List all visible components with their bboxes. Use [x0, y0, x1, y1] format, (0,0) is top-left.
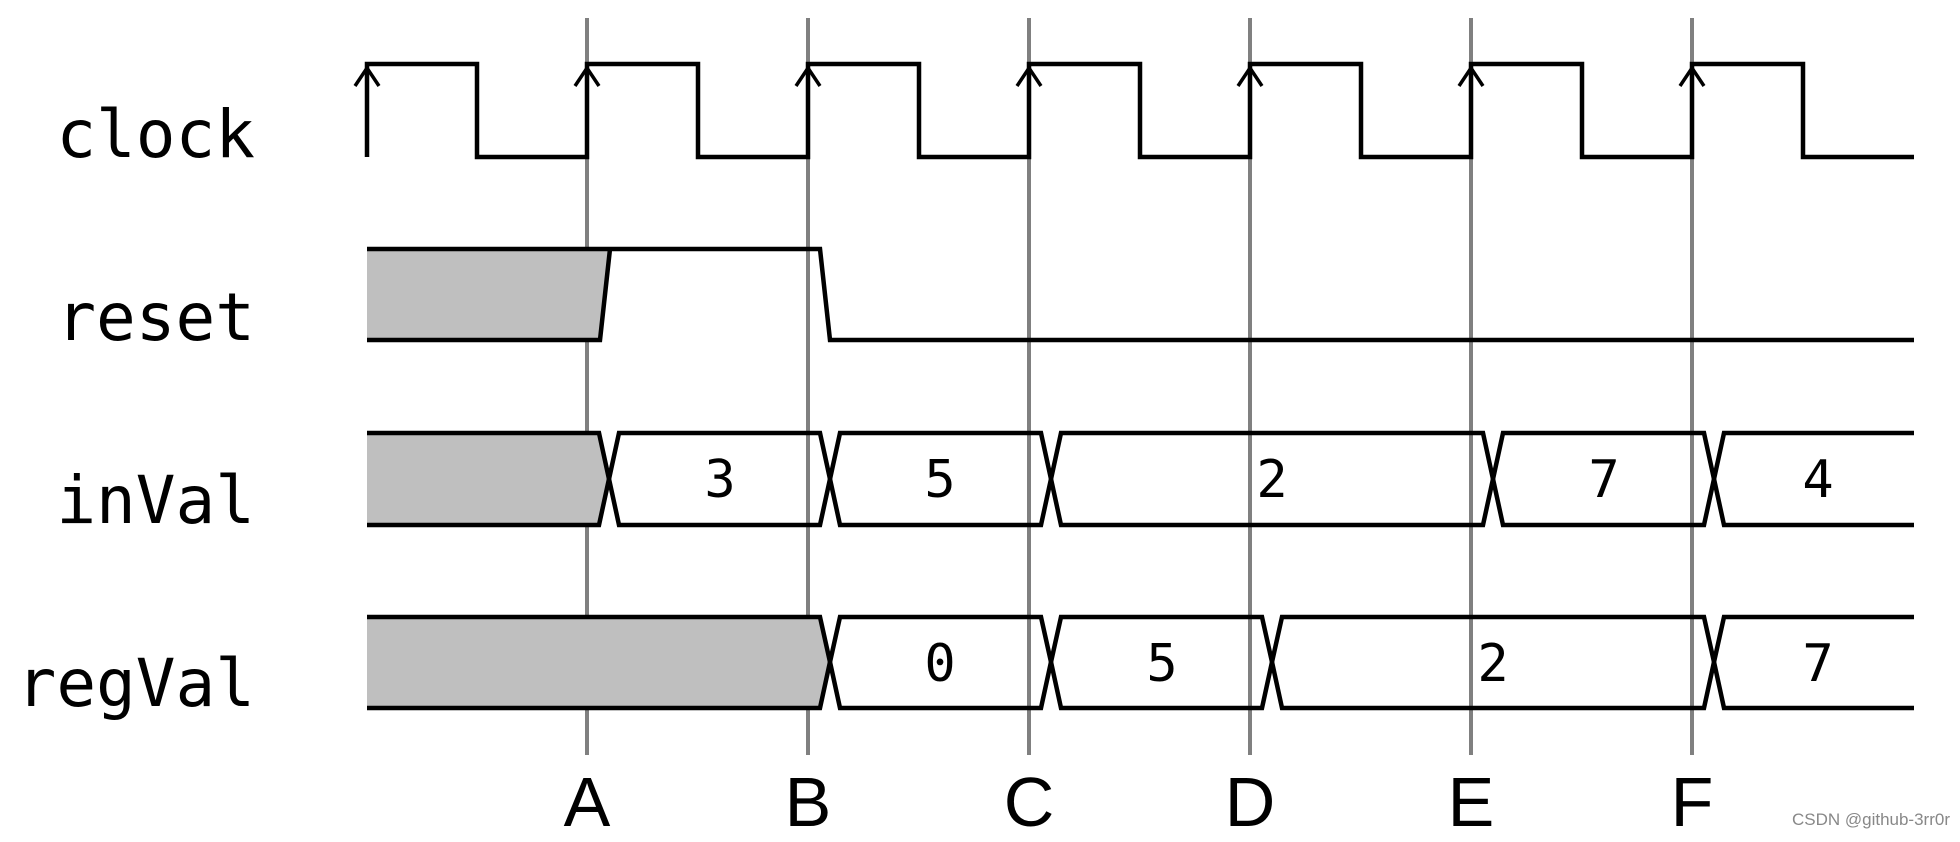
- regval-value: 5: [1146, 634, 1177, 694]
- rising-edge-arrow: [794, 64, 822, 87]
- inval-value: 3: [704, 450, 735, 510]
- watermark: CSDN @github-3rr0r: [1791, 810, 1950, 829]
- regval-value: 2: [1477, 634, 1508, 694]
- reset-wave: [367, 246, 1914, 343]
- regval-unknown-region: [367, 617, 830, 708]
- clock-wave: [364, 61, 1914, 160]
- rising-edge-arrow: [353, 64, 381, 87]
- rising-edge-arrow: [1457, 64, 1485, 87]
- marker-label-e: E: [1448, 763, 1495, 841]
- marker-label-a: A: [564, 763, 611, 841]
- reset-waveform: [367, 246, 1914, 343]
- inval-unknown-region: [367, 433, 609, 525]
- inval-segment: [1711, 430, 1914, 528]
- rising-edge-arrow: [573, 64, 601, 87]
- rising-edge-arrow: [1015, 64, 1043, 87]
- reset-unknown-region: [367, 249, 610, 340]
- inval-value: 2: [1256, 450, 1287, 510]
- clock-waveform: [353, 61, 1914, 160]
- regval-segment: [1711, 614, 1914, 711]
- inval-value: 5: [924, 450, 955, 510]
- marker-label-c: C: [1004, 763, 1055, 841]
- inval-bus: 3 5 2 7 4: [367, 430, 1914, 528]
- marker-label-d: D: [1225, 763, 1276, 841]
- regval-bus: 0 5 2 7: [367, 614, 1914, 711]
- signal-label-clock: clock: [56, 96, 255, 173]
- rising-edge-arrow: [1678, 64, 1706, 87]
- inval-value: 4: [1802, 450, 1833, 510]
- regval-value: 7: [1802, 634, 1833, 694]
- inval-value: 7: [1588, 450, 1619, 510]
- rising-edge-arrows: [353, 64, 1706, 87]
- reset-wave-low: [367, 248, 613, 343]
- regval-value: 0: [924, 634, 955, 694]
- signal-label-reset: reset: [56, 279, 255, 356]
- signal-label-regval: regVal: [17, 645, 255, 722]
- signal-label-inval: inVal: [56, 462, 255, 539]
- rising-edge-arrow: [1236, 64, 1264, 87]
- marker-label-b: B: [785, 763, 832, 841]
- marker-label-f: F: [1671, 763, 1714, 841]
